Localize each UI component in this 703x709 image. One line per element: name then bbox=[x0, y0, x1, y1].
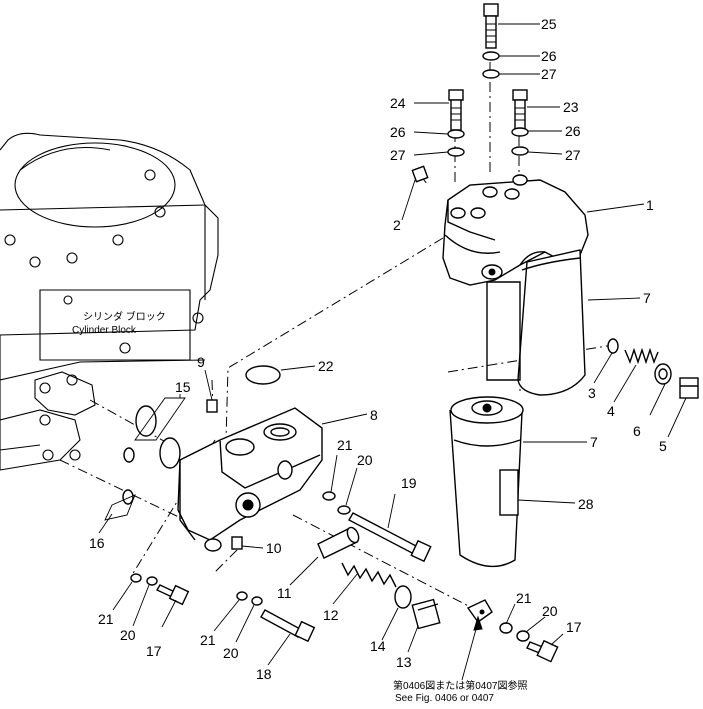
callout-21-mid: 21 bbox=[337, 437, 353, 453]
plug-5 bbox=[679, 377, 699, 399]
spring-12 bbox=[341, 562, 397, 588]
bolt-24 bbox=[448, 89, 464, 131]
washer-26-right bbox=[511, 127, 529, 137]
callout-28: 28 bbox=[578, 496, 594, 512]
washer-27-top bbox=[482, 69, 500, 79]
plug-13 bbox=[411, 598, 441, 630]
figure-note-en: See Fig. 0406 or 0407 bbox=[395, 693, 494, 704]
callout-2: 2 bbox=[393, 217, 401, 233]
callout-24: 24 bbox=[390, 95, 406, 111]
figure-note-jp: 第0406図または第0407図参照 bbox=[393, 679, 528, 692]
callout-20-right: 20 bbox=[542, 603, 558, 619]
valve-11 bbox=[317, 526, 360, 559]
callout-5: 5 bbox=[659, 438, 667, 454]
callout-26-left: 26 bbox=[390, 124, 406, 140]
callout-11: 11 bbox=[277, 585, 292, 601]
callout-8: 8 bbox=[370, 407, 378, 423]
washer-20-right bbox=[516, 630, 530, 642]
callout-19: 19 bbox=[401, 475, 417, 491]
callout-23: 23 bbox=[563, 99, 579, 115]
washer-20-left bbox=[146, 576, 158, 586]
spring-4 bbox=[624, 347, 659, 365]
leader-lines bbox=[98, 23, 687, 681]
callout-16: 16 bbox=[89, 535, 105, 551]
callout-14: 14 bbox=[370, 638, 386, 654]
callout-4: 4 bbox=[607, 403, 615, 419]
callout-15: 15 bbox=[175, 379, 191, 395]
callout-7-top: 7 bbox=[643, 290, 651, 306]
callout-20-bottom: 20 bbox=[223, 645, 239, 661]
washer-27-right bbox=[511, 146, 529, 156]
spare-filter bbox=[449, 396, 524, 568]
washer-27-left bbox=[447, 147, 465, 157]
callout-17-right: 17 bbox=[566, 619, 582, 635]
callout-21-left: 21 bbox=[98, 611, 114, 627]
callout-27-left: 27 bbox=[390, 147, 406, 163]
cylinder-block bbox=[0, 132, 219, 471]
bolt-17-right bbox=[526, 639, 559, 663]
plug-9 bbox=[206, 399, 218, 413]
adapter-8 bbox=[177, 399, 323, 552]
callout-18: 18 bbox=[256, 666, 272, 682]
washer-21-mid bbox=[322, 491, 336, 501]
callout-20-mid: 20 bbox=[357, 452, 373, 468]
bolt-17-left bbox=[156, 584, 190, 606]
callout-21-right: 21 bbox=[516, 590, 532, 606]
washer-26-top bbox=[482, 51, 500, 61]
bolt-25 bbox=[483, 3, 499, 49]
plug-10 bbox=[231, 536, 243, 550]
gasket-3 bbox=[607, 338, 619, 354]
callout-6: 6 bbox=[633, 423, 641, 439]
installed-filter bbox=[486, 249, 586, 396]
callout-3: 3 bbox=[588, 385, 596, 401]
callout-20-left: 20 bbox=[120, 627, 136, 643]
bolt-18 bbox=[260, 609, 316, 643]
o-ring-16b bbox=[122, 489, 134, 505]
callout-21-bottom: 21 bbox=[200, 632, 216, 648]
callout-numbers: 25 26 27 24 23 26 26 27 27 2 1 7 3 4 6 5… bbox=[89, 16, 667, 682]
gasket-14 bbox=[394, 585, 412, 609]
block-label-jp: シリンダ ブロック bbox=[83, 310, 166, 323]
callout-1: 1 bbox=[646, 197, 654, 213]
washer-20-mid bbox=[337, 505, 351, 515]
bolt-23 bbox=[512, 89, 528, 131]
callout-12: 12 bbox=[323, 607, 339, 623]
o-ring-15b bbox=[159, 437, 181, 469]
washer-21-left bbox=[130, 573, 142, 583]
o-ring-16a bbox=[123, 447, 135, 463]
callout-17-left: 17 bbox=[146, 643, 162, 659]
washer-26-left bbox=[447, 129, 465, 139]
callout-22: 22 bbox=[318, 358, 334, 374]
washer-21-bottom bbox=[236, 591, 248, 601]
callout-27-right: 27 bbox=[565, 147, 581, 163]
callout-9: 9 bbox=[197, 354, 205, 370]
o-ring-15a bbox=[135, 405, 157, 437]
washer-21-right bbox=[499, 622, 513, 634]
callout-7-bottom: 7 bbox=[590, 434, 598, 450]
washer-20-bottom bbox=[251, 596, 263, 606]
callout-13: 13 bbox=[396, 654, 412, 670]
callout-26-right: 26 bbox=[565, 123, 581, 139]
plug-2 bbox=[411, 165, 429, 183]
pipe-bracket bbox=[466, 599, 493, 623]
block-label-en: Cylinder Block bbox=[72, 325, 137, 336]
callout-10: 10 bbox=[266, 540, 282, 556]
callout-25: 25 bbox=[541, 16, 557, 32]
callout-26-top: 26 bbox=[541, 48, 557, 64]
callout-27-top: 27 bbox=[541, 66, 557, 82]
o-ring-22 bbox=[245, 365, 281, 385]
bolt-19 bbox=[348, 512, 432, 563]
